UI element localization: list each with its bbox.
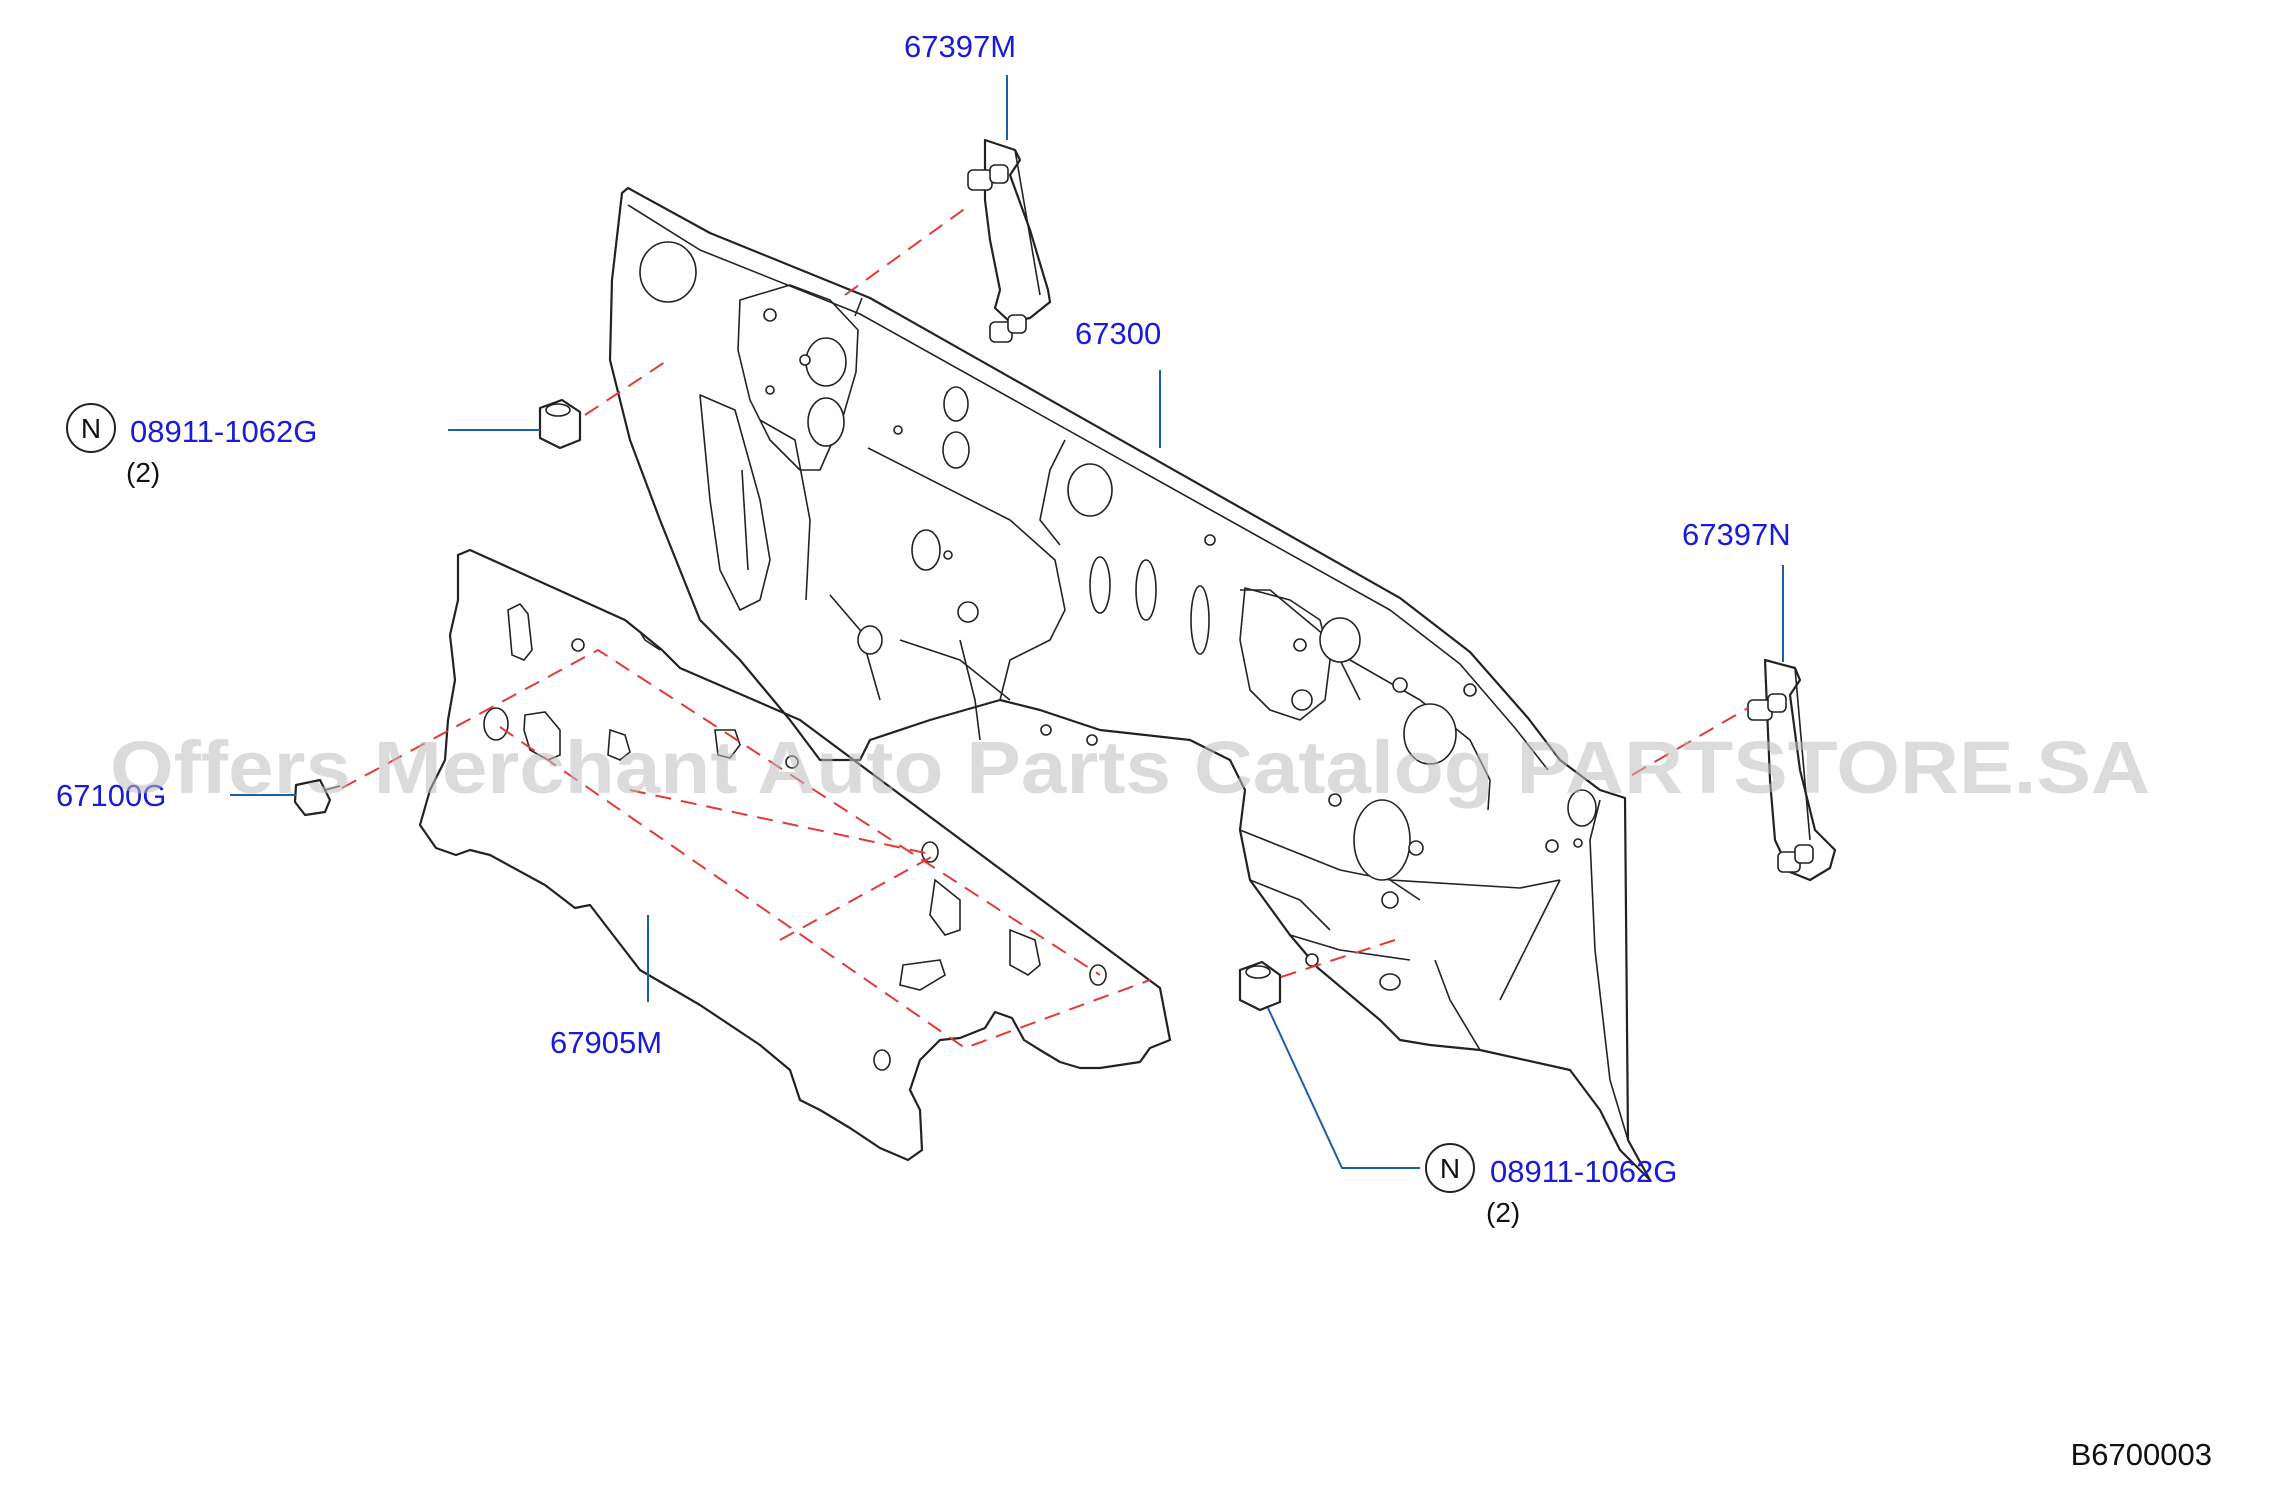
diagram-code: B6700003: [2071, 1437, 2212, 1472]
n-mark-letter: N: [81, 413, 101, 444]
quantity-label: (2): [1486, 1197, 1520, 1228]
dash-insulator-67905M[interactable]: [418, 548, 1172, 1162]
clip-67100G[interactable]: [293, 778, 341, 817]
watermark-text: Offers Merchant Auto Parts Catalog PARTS…: [110, 726, 2150, 809]
dash-panel-67300[interactable]: [608, 186, 1652, 1182]
part-number-label: 08911-1062G: [130, 414, 317, 449]
part-number-label: 67397M: [904, 29, 1016, 64]
part-number-label: 67100G: [56, 778, 166, 813]
callout-67905M[interactable]: 67905M: [550, 1025, 662, 1060]
assembly-lines: [341, 204, 1749, 1050]
leader-lines: [230, 75, 1784, 1169]
callout-67300[interactable]: 67300: [1075, 316, 1161, 351]
part-number-label: 67300: [1075, 316, 1161, 351]
part-number-label: 67397N: [1682, 517, 1791, 552]
n-mark-letter: N: [1440, 1153, 1460, 1184]
part-number-label: 08911-1062G: [1490, 1154, 1677, 1189]
part-number-label: 67905M: [550, 1025, 662, 1060]
quantity-label: (2): [126, 457, 160, 488]
callout-67100G[interactable]: 67100G: [56, 778, 166, 813]
n-mark-circle: [1425, 1143, 1475, 1193]
nut-08911-1062G-right[interactable]: [1238, 960, 1282, 1012]
n-mark-circle: [66, 403, 116, 453]
callout-08911-1062G-left[interactable]: N 08911-1062G (2): [66, 403, 317, 488]
callout-67397N[interactable]: 67397N: [1682, 517, 1791, 552]
bracket-67397N[interactable]: [1747, 658, 1837, 882]
callout-67397M[interactable]: 67397M: [904, 29, 1016, 64]
callout-08911-1062G-right[interactable]: N 08911-1062G (2): [1425, 1143, 1677, 1228]
nut-08911-1062G-left[interactable]: [538, 398, 582, 450]
bracket-67397M[interactable]: [967, 138, 1052, 343]
